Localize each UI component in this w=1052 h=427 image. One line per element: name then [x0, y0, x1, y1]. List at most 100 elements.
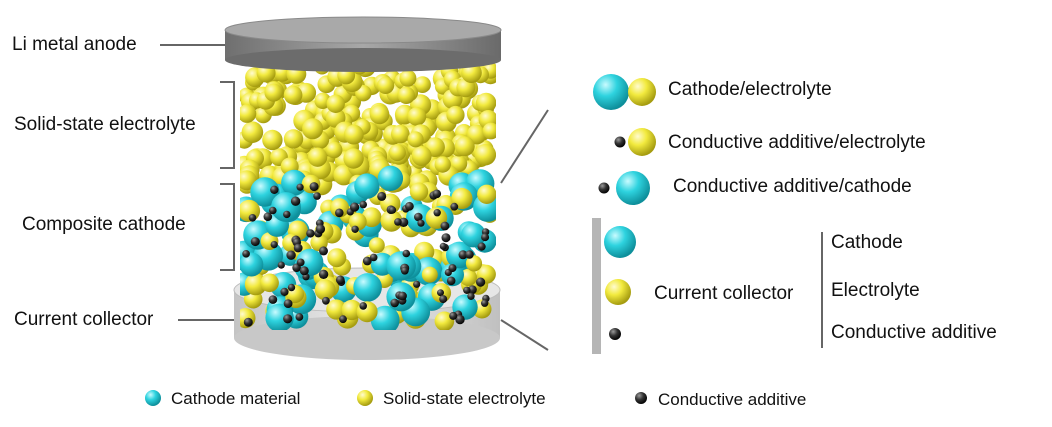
- conductive-additive-particle: [476, 277, 486, 287]
- electrolyte-particle: [407, 107, 427, 126]
- electrolyte-particle: [397, 86, 415, 105]
- conductive-additive-particle: [295, 313, 304, 321]
- conductive-additive-particle: [306, 229, 315, 238]
- label-additive-cathode: Conductive additive/cathode: [673, 176, 912, 197]
- electrolyte-particle: [264, 83, 283, 102]
- conductive-additive-particle: [450, 202, 459, 211]
- electrolyte-particle: [327, 248, 347, 268]
- conductive-additive-particle: [243, 317, 253, 327]
- conductive-additive-particle: [439, 295, 448, 304]
- electrolyte-particle: [407, 131, 424, 148]
- electrolyte-particle: [475, 92, 496, 114]
- conductive-additive-particle: [481, 299, 489, 307]
- collector-item-cathode: Cathode: [831, 232, 903, 253]
- cathode-particle: [461, 222, 486, 248]
- legend-cathode-icon: [145, 390, 161, 406]
- conductive-additive-particle: [283, 314, 293, 324]
- conductive-additive-particle: [250, 237, 260, 247]
- interface-icons: [145, 74, 656, 406]
- cathode-particle: [265, 303, 294, 330]
- conductive-additive-particle: [369, 253, 378, 262]
- conductive-additive-particle: [449, 311, 458, 320]
- conductive-additive-particle: [263, 212, 273, 221]
- electrolyte-particle: [343, 124, 364, 145]
- electrolyte-particle: [329, 198, 350, 218]
- conductive-additive-particle: [413, 280, 421, 288]
- conductive-additive-particle: [296, 183, 304, 191]
- electrolyte-particle: [283, 129, 304, 149]
- conductive-additive-particle: [405, 201, 414, 211]
- conductive-additive-particle: [335, 275, 345, 285]
- electrolyte-particle: [307, 147, 328, 167]
- electrolyte-particle: [368, 237, 385, 254]
- collector-item-conductive-additive: Conductive additive: [831, 322, 997, 343]
- electrolyte-particle: [326, 299, 347, 320]
- callout-lines: [160, 44, 549, 351]
- conductive-additive-particle: [458, 250, 468, 260]
- legend-electrolyte-icon: [357, 390, 373, 406]
- label-cathode-electrolyte: Cathode/electrolyte: [668, 79, 832, 100]
- conductive-additive-particle: [299, 266, 309, 276]
- conductive-additive-particle: [277, 261, 285, 269]
- electrolyte-particle: [391, 124, 410, 144]
- conductive-additive-particle: [319, 246, 328, 256]
- conductive-additive-particle: [268, 295, 278, 304]
- conductive-additive-particle: [437, 289, 444, 297]
- conductive-additive-particle: [448, 264, 457, 273]
- legend-label-additive: Conductive additive: [658, 390, 807, 409]
- label-collector-group: Current collector: [654, 283, 794, 304]
- conductive-additive-particle: [465, 250, 474, 259]
- label-li-metal-anode: Li metal anode: [12, 34, 137, 55]
- li-metal-anode-disk: [224, 16, 502, 72]
- electrolyte-particle: [240, 104, 257, 123]
- electrolyte-particle: [482, 122, 496, 140]
- conductive-additive-icon: [614, 136, 626, 148]
- conductive-additive-particle: [417, 219, 425, 227]
- conductive-additive-particle: [390, 298, 400, 308]
- conductive-additive-particle: [477, 242, 486, 251]
- conductive-additive-particle: [359, 302, 368, 310]
- conductive-additive-particle: [351, 225, 359, 233]
- conductive-additive-particle: [359, 200, 368, 209]
- conductive-additive-particle: [481, 233, 490, 242]
- electrolyte-particle: [421, 266, 438, 283]
- conductive-additive-particle: [287, 283, 296, 292]
- collector-item-electrolyte: Electrolyte: [831, 280, 920, 301]
- conductive-additive-icon: [609, 328, 621, 340]
- conductive-additive-particle: [398, 291, 407, 301]
- electrolyte-particle: [326, 94, 345, 114]
- electrolyte-particle: [411, 146, 432, 166]
- conductive-additive-particle: [322, 296, 330, 305]
- electrolyte-particle: [414, 76, 431, 93]
- electrolyte-particle: [283, 85, 303, 105]
- conductive-additive-particle: [463, 286, 471, 294]
- zoom-line-top: [500, 109, 549, 184]
- electrolyte-particle: [241, 121, 264, 143]
- electrolyte-particle: [454, 136, 475, 157]
- conductive-additive-particle: [350, 202, 360, 212]
- electrolyte-particle: [456, 78, 476, 98]
- electrolyte-particle: [477, 184, 496, 205]
- electrolyte-particle: [474, 143, 496, 166]
- electrolyte-particle: [434, 156, 451, 173]
- cathode-icon: [616, 171, 650, 205]
- electrolyte-particle: [314, 279, 336, 301]
- electrolyte-icon: [605, 279, 631, 305]
- electrolyte-particle: [409, 182, 429, 201]
- cathode-particle: [441, 263, 464, 287]
- conductive-additive-particle: [432, 189, 442, 199]
- electrolyte-particle: [325, 141, 343, 159]
- conductive-additive-particle: [313, 192, 321, 200]
- conductive-additive-particle: [270, 185, 279, 194]
- collector-bar: [592, 218, 601, 354]
- conductive-additive-particle: [280, 287, 289, 296]
- conductive-additive-particle: [293, 243, 303, 253]
- electrolyte-particle: [343, 148, 364, 169]
- conductive-additive-particle: [283, 299, 293, 308]
- conductive-additive-particle: [296, 258, 305, 267]
- conductive-additive-particle: [394, 218, 402, 226]
- cathode-icon: [593, 74, 629, 110]
- electrolyte-icon: [628, 78, 656, 106]
